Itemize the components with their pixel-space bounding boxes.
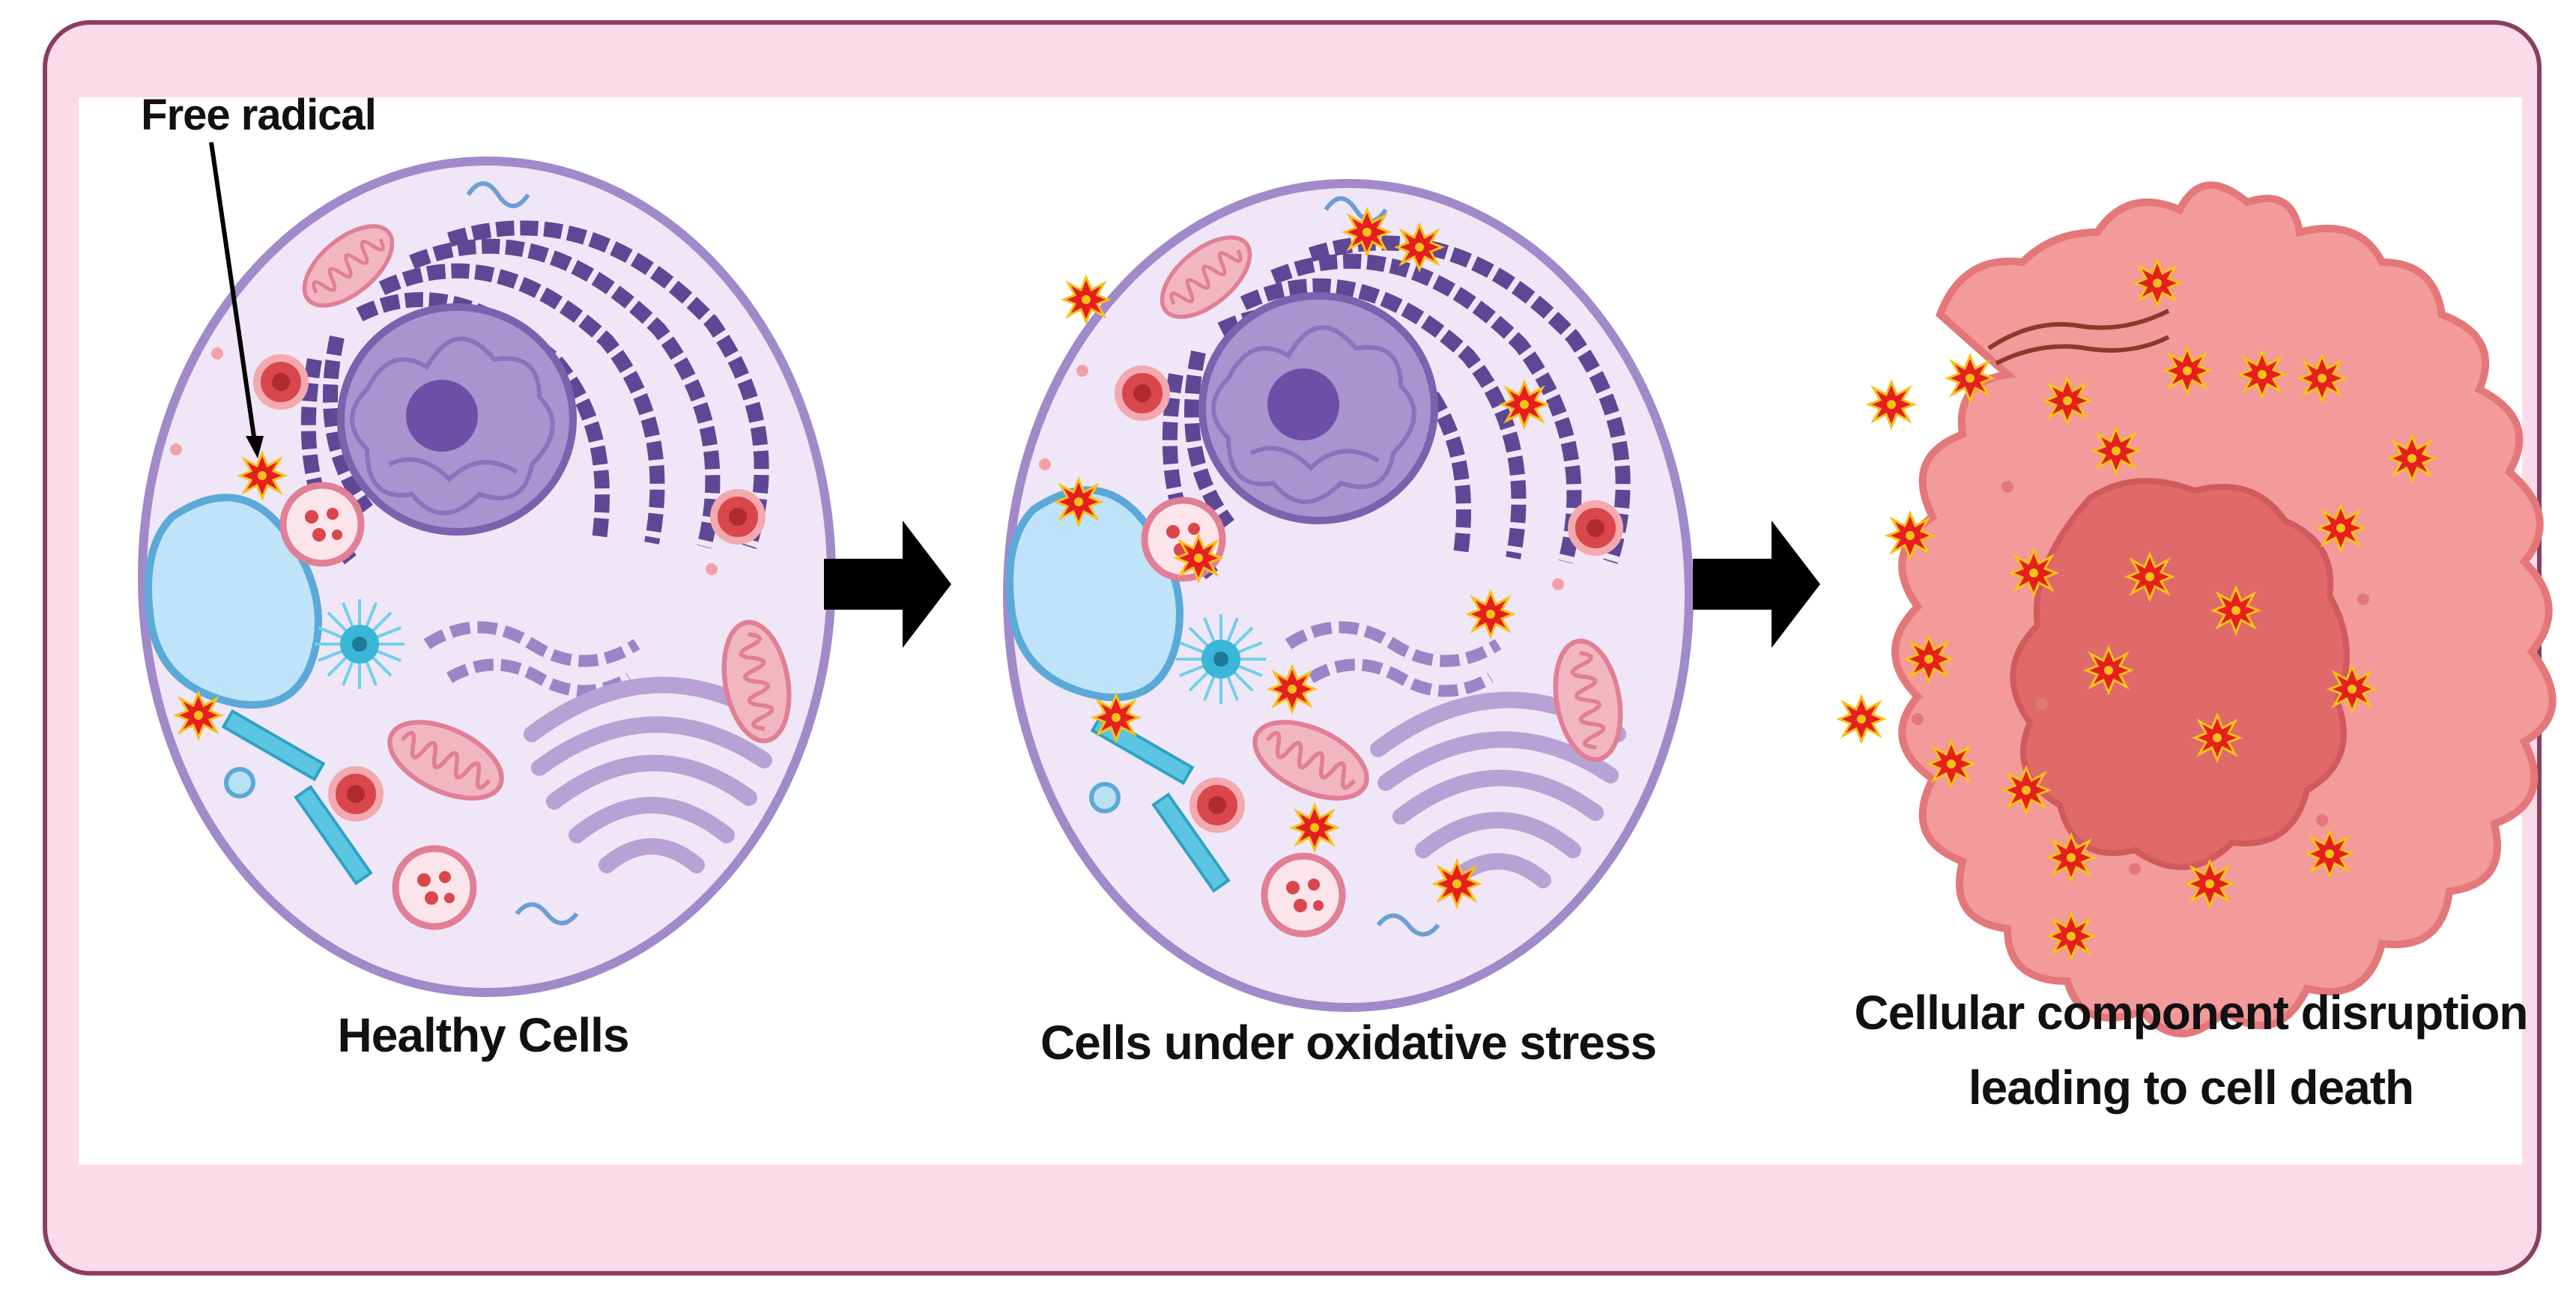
healthy-cell <box>138 157 836 997</box>
free-radical-label: Free radical <box>141 91 377 139</box>
cell-death-label-line2: leading to cell death <box>1968 1061 2414 1114</box>
healthy-cells-label: Healthy Cells <box>337 1008 630 1062</box>
cell-death-label-line1: Cellular component disruption <box>1854 986 2528 1040</box>
stressed-cell <box>1003 179 1694 1012</box>
free-radical-icon <box>238 452 286 500</box>
free-radical-pointer <box>209 142 257 443</box>
dying-cell <box>1837 181 2557 1037</box>
stressed-cells-label: Cells under oxidative stress <box>1040 1016 1657 1070</box>
free-radical-icon <box>175 691 222 739</box>
